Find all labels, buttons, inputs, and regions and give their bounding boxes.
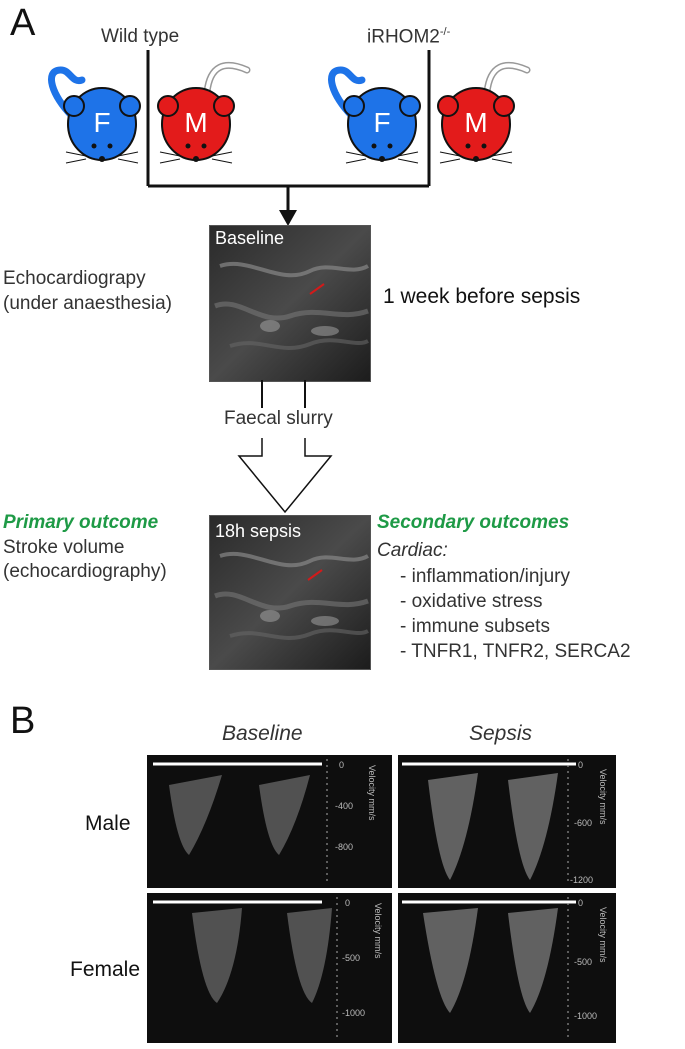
mouse-male-wildtype-icon: M	[157, 61, 251, 164]
secondary-item: - immune subsets	[400, 616, 550, 637]
tick-label: -600	[574, 818, 592, 828]
genotype-wild-type-label: Wild type	[101, 26, 180, 47]
tick-label: -1000	[342, 1008, 365, 1018]
tick-label: -1200	[570, 875, 593, 885]
secondary-item: - oxidative stress	[400, 591, 543, 612]
mouse-male-letter: M	[184, 107, 207, 138]
doppler-male-sepsis: 0 -600 -1200 Velocity mm/s	[398, 755, 616, 888]
timing-label: 1 week before sepsis	[383, 285, 581, 308]
axis-title: Velocity mm/s	[367, 765, 377, 821]
tick-label: -800	[335, 842, 353, 852]
mouse-female-letter: F	[93, 107, 110, 138]
echo-sepsis-label: 18h sepsis	[215, 521, 302, 541]
axis-title: Velocity mm/s	[598, 907, 608, 963]
mouse-female-letter: F	[373, 107, 390, 138]
mouse-female-irhom2-icon: F	[328, 66, 421, 164]
echo-method-line2: (under anaesthesia)	[3, 293, 172, 314]
genotype-irhom2-label: iRHOM2-/-	[367, 26, 451, 48]
echo-method-line1: Echocardiograpy	[3, 268, 146, 289]
mouse-male-letter: M	[464, 107, 487, 138]
doppler-female-sepsis: 0 -500 -1000 Velocity mm/s	[398, 893, 616, 1043]
row-female-label: Female	[70, 958, 141, 981]
echo-image-sepsis: 18h sepsis	[209, 515, 371, 670]
primary-outcome-line1: Stroke volume	[3, 537, 125, 558]
tick-label: 0	[345, 898, 350, 908]
column-baseline-label: Baseline	[222, 722, 303, 745]
primary-outcome-title: Primary outcome	[3, 512, 159, 533]
echo-baseline-label: Baseline	[215, 228, 285, 248]
axis-title: Velocity mm/s	[598, 769, 608, 825]
intervention-label: Faecal slurry	[224, 408, 333, 429]
panel-b-letter: B	[10, 700, 36, 742]
tick-label: 0	[578, 760, 583, 770]
tick-label: 0	[339, 760, 344, 770]
primary-outcome-line2: (echocardiography)	[3, 561, 167, 582]
mouse-female-wildtype-icon: F	[48, 66, 141, 164]
tick-label: -1000	[574, 1011, 597, 1021]
axis-title: Velocity mm/s	[373, 903, 383, 959]
echo-image-baseline: Baseline	[209, 225, 371, 382]
secondary-outcomes-subtitle: Cardiac:	[377, 540, 448, 561]
secondary-item: - inflammation/injury	[400, 566, 570, 587]
faecal-slurry-arrow	[237, 380, 333, 514]
secondary-outcomes-title: Secondary outcomes	[377, 512, 570, 533]
doppler-row-divider	[147, 888, 616, 893]
tick-label: -500	[574, 957, 592, 967]
tick-label: -500	[342, 953, 360, 963]
doppler-male-baseline: 0 -400 -800 Velocity mm/s	[147, 755, 392, 888]
tick-label: 0	[578, 898, 583, 908]
mouse-male-irhom2-icon: M	[437, 61, 531, 164]
secondary-item: - TNFR1, TNFR2, SERCA2	[400, 641, 631, 662]
panel-a-letter: A	[10, 2, 36, 44]
tick-label: -400	[335, 801, 353, 811]
column-sepsis-label: Sepsis	[469, 722, 533, 745]
row-male-label: Male	[85, 812, 131, 835]
doppler-female-baseline: 0 -500 -1000 Velocity mm/s	[147, 893, 392, 1043]
genotype-grouping-lines	[146, 50, 431, 226]
